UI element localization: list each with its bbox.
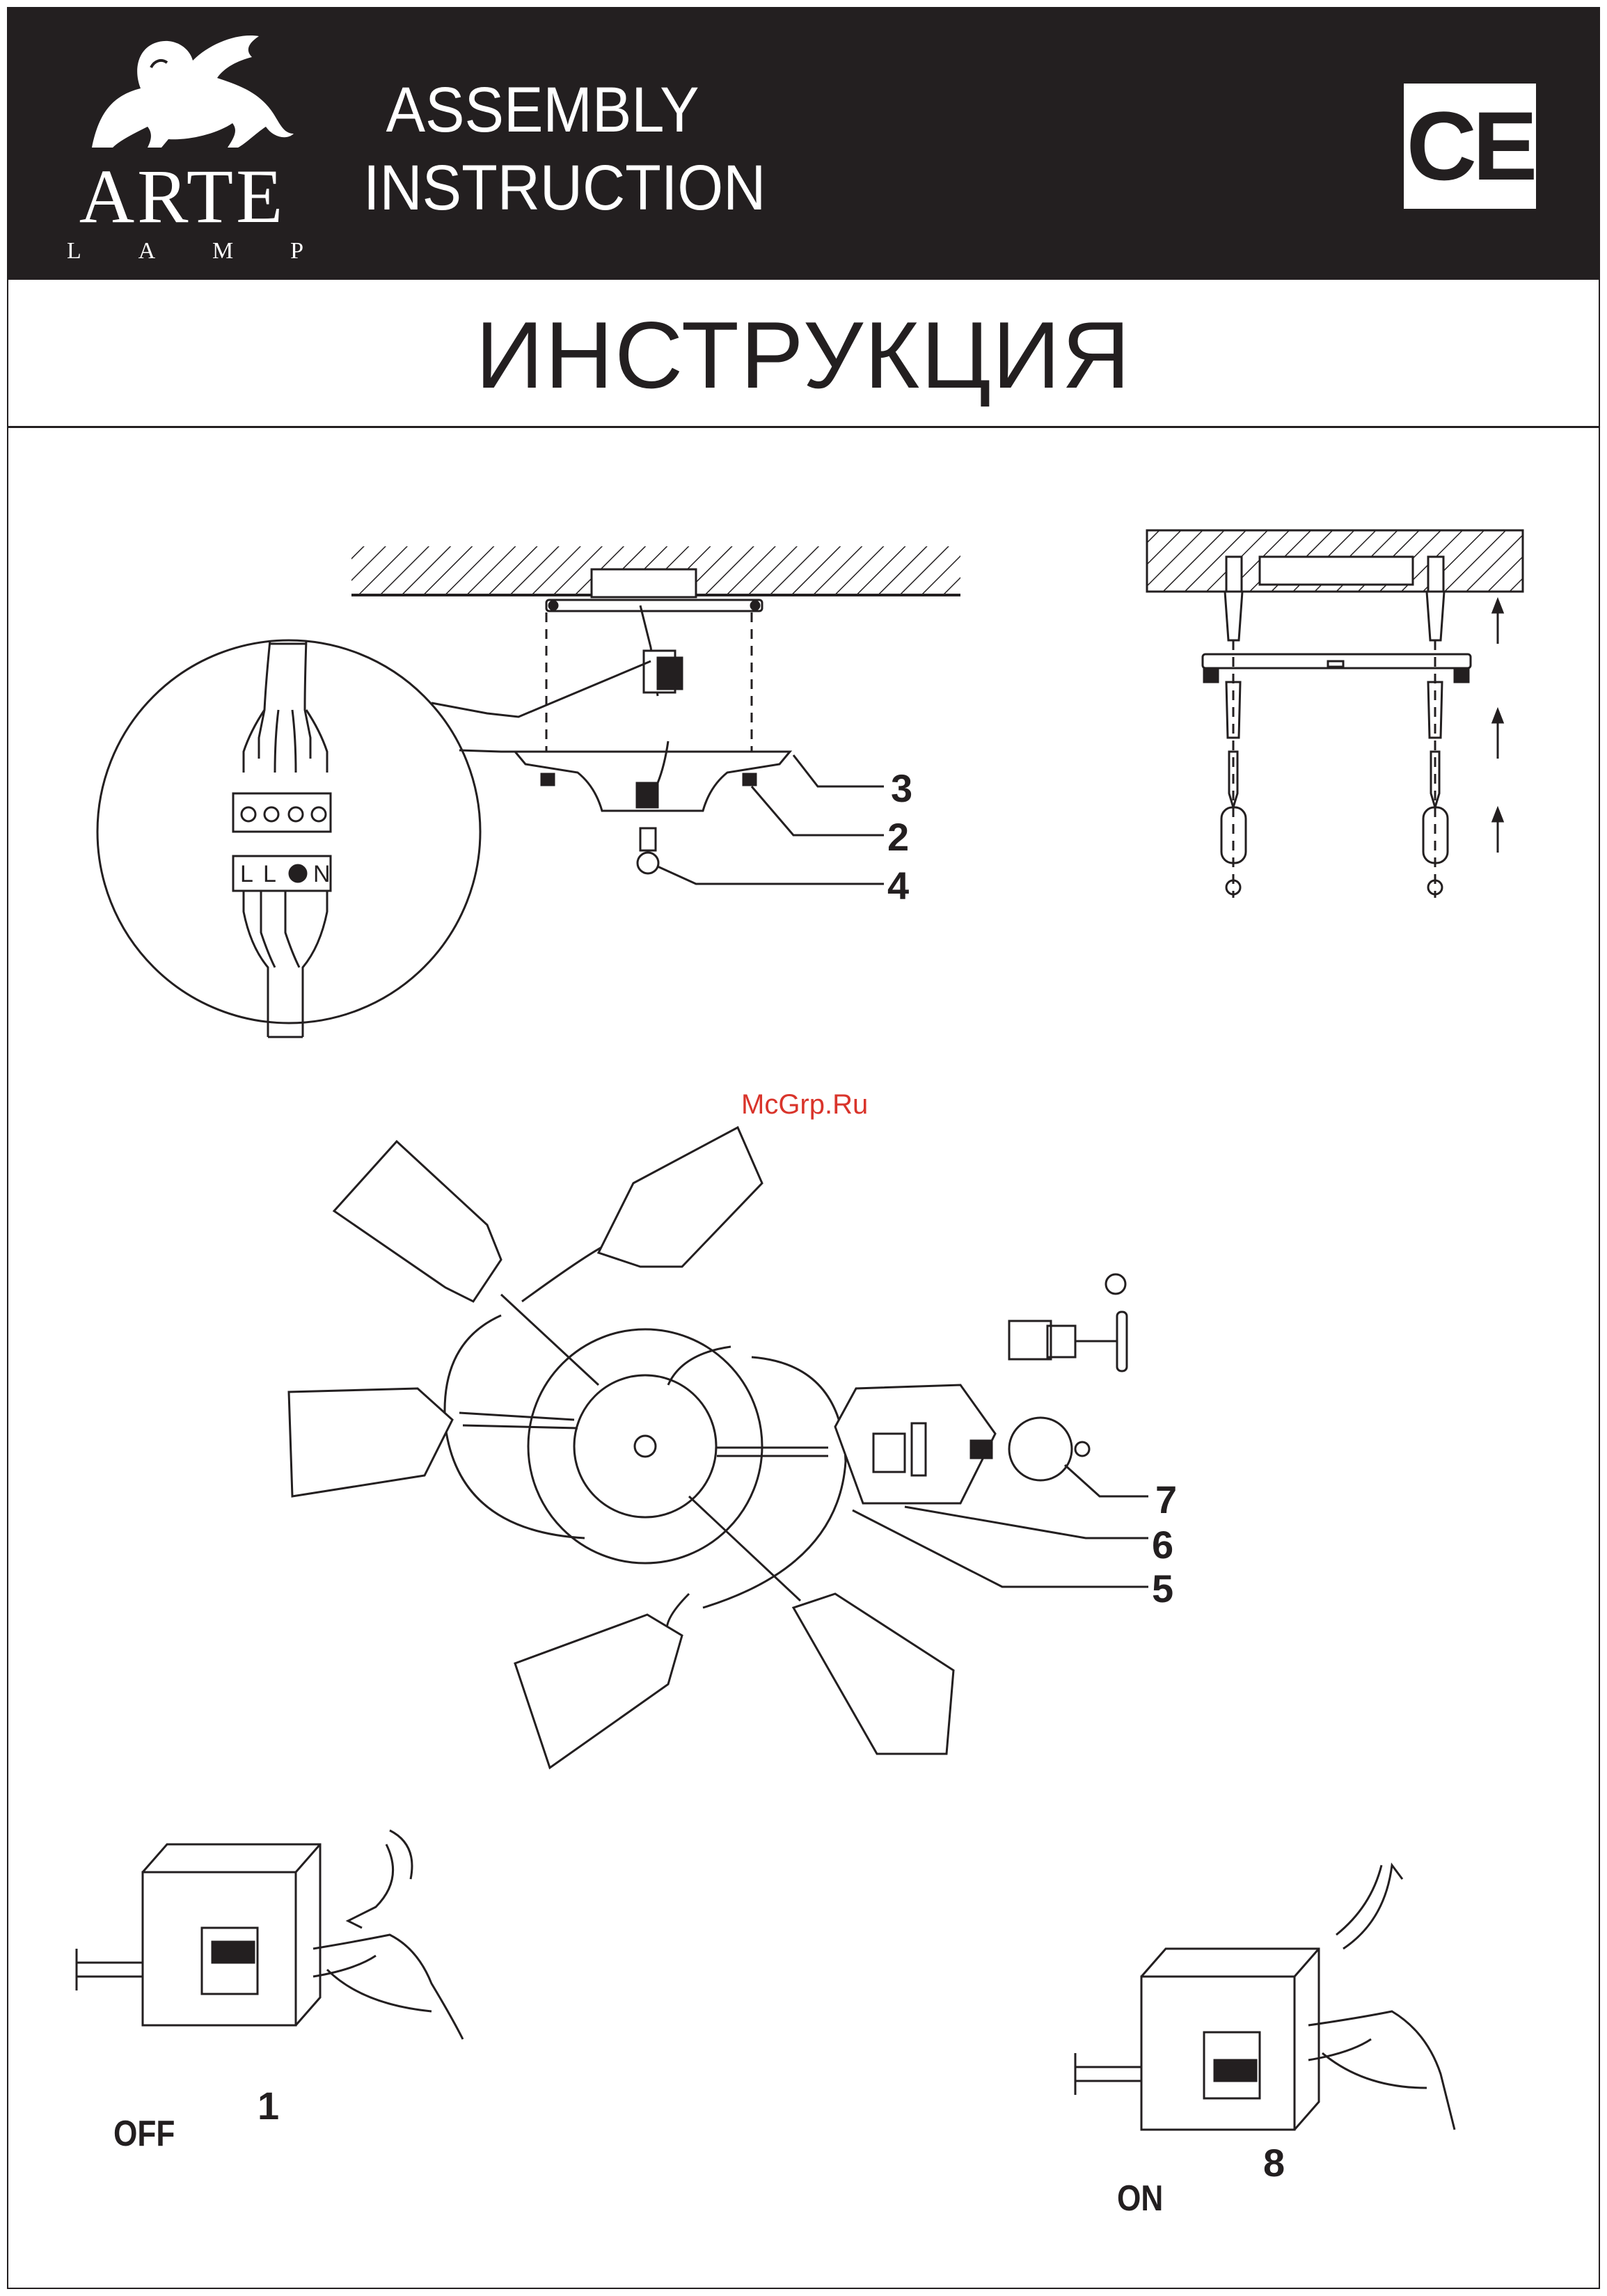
switch-on-diagram [1075, 1865, 1455, 2130]
terminal-label: L [263, 861, 276, 888]
switch-on-label: ON [1117, 2180, 1163, 2217]
watermark: McGrp.Ru [741, 1089, 868, 1121]
ceiling-mount-diagram [97, 546, 960, 1037]
chandelier-diagram [289, 1127, 1148, 1768]
terminal-label: N [313, 861, 331, 888]
step-number-on: 8 [1263, 2144, 1285, 2183]
callout-5: 5 [1152, 1569, 1173, 1608]
callout-6: 6 [1152, 1526, 1173, 1565]
step-number-off: 1 [258, 2087, 279, 2125]
switch-off-diagram [77, 1830, 463, 2039]
callout-3: 3 [891, 769, 912, 808]
callout-7: 7 [1155, 1480, 1177, 1519]
callout-4: 4 [887, 866, 909, 905]
callout-2: 2 [887, 818, 909, 857]
terminal-label: L [240, 861, 253, 888]
bracket-mount-diagram [1147, 530, 1523, 898]
switch-off-label: OFF [113, 2116, 175, 2152]
